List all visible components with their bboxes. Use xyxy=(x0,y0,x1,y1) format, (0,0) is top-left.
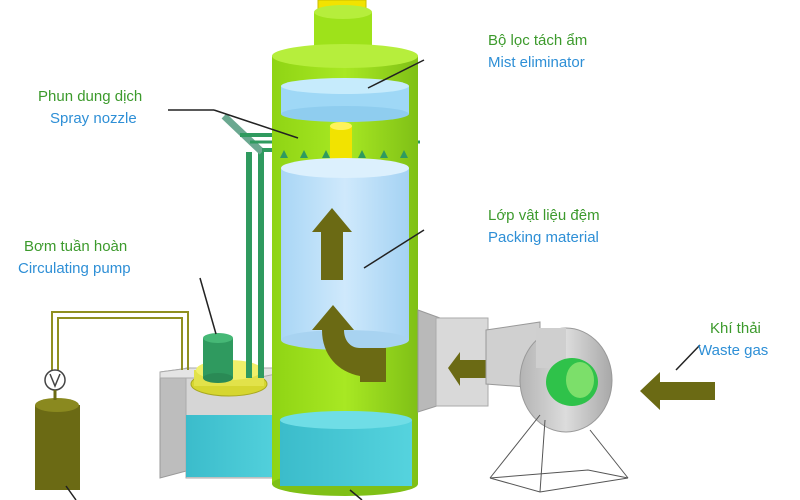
inlet-bend-arrow xyxy=(312,305,386,382)
upflow-arrow xyxy=(312,208,352,280)
packing-label-en: Packing material xyxy=(488,229,599,246)
pump-label-vi: Bơm tuần hoàn xyxy=(24,238,128,255)
spray-nozzle-label-vi: Phun dung dịch xyxy=(38,88,143,105)
waste-gas-arrow xyxy=(640,372,715,410)
gauge-icon xyxy=(44,369,66,391)
leader-lines xyxy=(65,59,701,500)
chemical-tank xyxy=(35,390,80,490)
external-piping xyxy=(51,311,189,375)
mist-eliminator-label-en: Mist eliminator xyxy=(488,54,585,71)
spray-nozzle-label-en: Spray nozzle xyxy=(50,110,137,127)
scrubber-tower xyxy=(272,0,418,496)
spray-nozzles xyxy=(280,150,408,158)
waste-gas-label-vi: Khí thải xyxy=(710,320,761,337)
pump-leader xyxy=(199,277,217,335)
circulating-pump xyxy=(190,333,268,397)
packing-label-vi: Lớp vật liệu đệm xyxy=(488,207,600,224)
pump-label-en: Circulating pump xyxy=(18,260,131,277)
waste-gas-label-en: Waste gas xyxy=(698,342,769,359)
mist-eliminator-label-vi: Bộ lọc tách ẩm xyxy=(488,32,588,49)
blower-fan xyxy=(485,321,629,493)
circulation-tank xyxy=(159,367,287,479)
